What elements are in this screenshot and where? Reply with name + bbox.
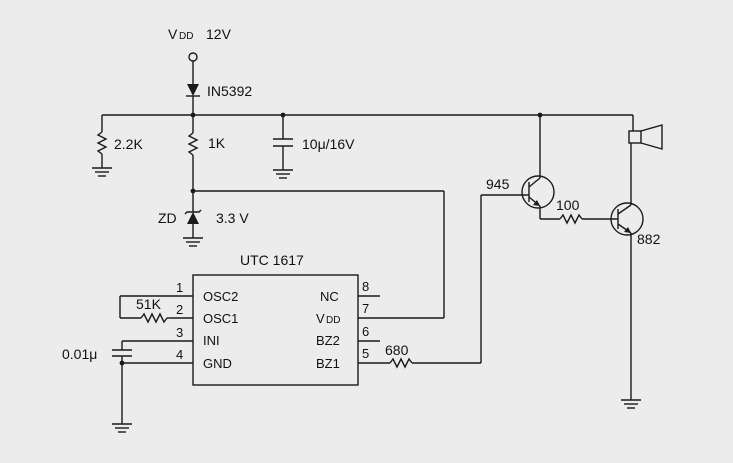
pin-num-8: 8	[362, 279, 369, 294]
zener-ref-label: ZD	[158, 210, 177, 226]
vdd-terminal: V DD 12V	[168, 26, 232, 62]
r-680-label: 680	[385, 342, 409, 358]
diode-icon	[186, 84, 200, 97]
speaker-icon	[628, 124, 663, 150]
vdd-terminal-circle	[188, 52, 198, 62]
zener-icon	[184, 209, 202, 224]
ground-icon	[112, 423, 132, 433]
pin-name-ini: INI	[203, 333, 220, 348]
pin-num-4: 4	[176, 347, 183, 362]
zener-value-label: 3.3 V	[216, 210, 249, 226]
ic-name: UTC 1617	[240, 252, 304, 268]
transistor-icon	[521, 175, 555, 209]
cap-main-label: 10μ/16V	[302, 136, 355, 152]
pin-num-1: 1	[176, 280, 183, 295]
pin-name-nc: NC	[320, 289, 339, 304]
resistor-icon	[140, 312, 168, 324]
ground-icon	[621, 399, 641, 409]
ground-icon	[273, 169, 293, 179]
pin-name-vdd-sub: DD	[326, 315, 340, 326]
pin-name-vdd: V	[316, 311, 325, 326]
vdd-value: 12V	[206, 26, 232, 42]
transistor-icon	[610, 202, 644, 236]
pin-num-3: 3	[176, 325, 183, 340]
resistor-icon	[96, 131, 108, 155]
resistor-icon	[389, 357, 413, 369]
diode-label: IN5392	[207, 83, 252, 99]
vdd-label: V	[168, 26, 178, 42]
r-51k-label: 51K	[136, 296, 162, 312]
resistor-icon	[187, 132, 199, 156]
pin-name-bz2: BZ2	[316, 333, 340, 348]
pin-num-6: 6	[362, 324, 369, 339]
ground-icon	[92, 167, 112, 177]
pin-name-osc1: OSC1	[203, 311, 238, 326]
q2-label: 882	[637, 231, 661, 247]
pin-name-gnd: GND	[203, 356, 232, 371]
pin-name-osc2: OSC2	[203, 289, 238, 304]
ic-body	[192, 274, 359, 386]
cap-small-label: 0.01μ	[62, 346, 97, 362]
r-100-label: 100	[556, 197, 580, 213]
vdd-label-sub: DD	[179, 31, 193, 42]
pin-num-7: 7	[362, 301, 369, 316]
capacitor-icon	[112, 349, 132, 357]
r-2k2-label: 2.2K	[114, 136, 143, 152]
pin-num-2: 2	[176, 302, 183, 317]
capacitor-icon	[273, 138, 293, 147]
pin-num-5: 5	[362, 346, 369, 361]
r-1k-label: 1K	[208, 135, 226, 151]
pin-name-bz1: BZ1	[316, 356, 340, 371]
ground-icon	[183, 237, 203, 247]
q1-label: 945	[486, 176, 510, 192]
resistor-icon	[559, 213, 583, 225]
